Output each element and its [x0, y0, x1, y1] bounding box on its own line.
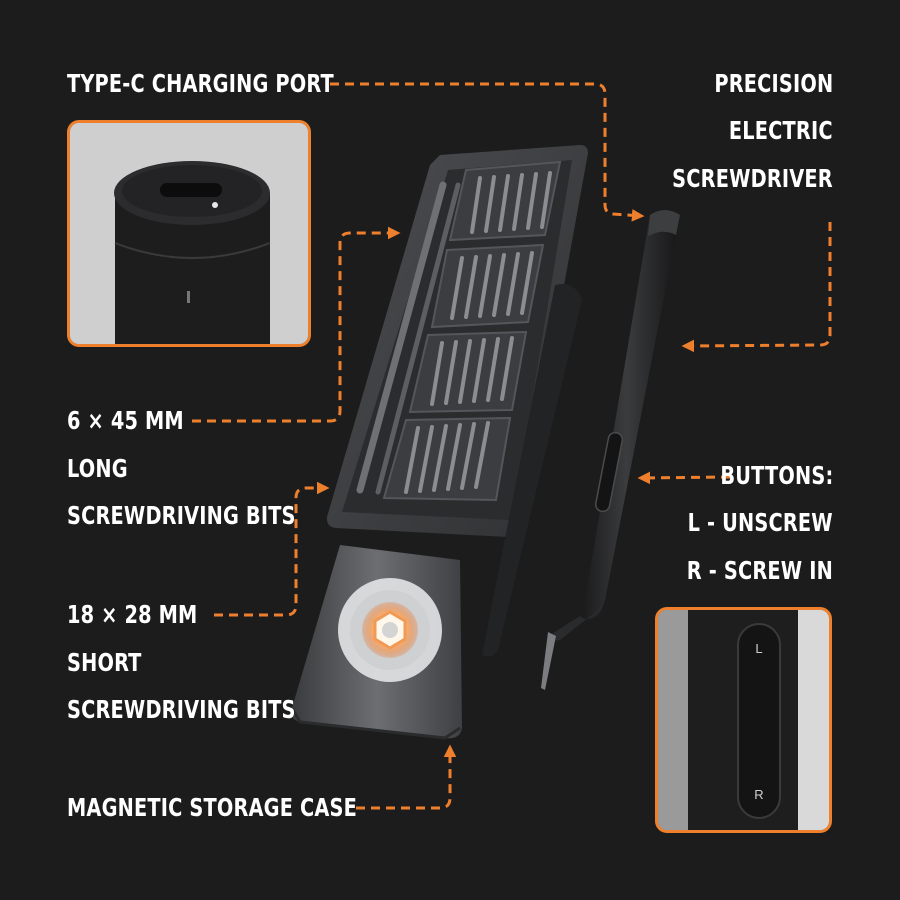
storage-case-label: MAGNETIC STORAGE CASE [67, 793, 357, 822]
charging-port-label: TYPE-C CHARGING PORT [67, 69, 334, 98]
precision-label-1: PRECISION [714, 69, 833, 98]
buttons-label-3: R - SCREW IN [686, 556, 833, 585]
button-letter-l: L [755, 641, 762, 656]
short-bits-label-3: SCREWDRIVING BITS [67, 695, 296, 724]
precision-label-3: SCREWDRIVER [672, 164, 833, 193]
buttons-closeup-inset: L R [655, 607, 832, 833]
bit-tray [326, 145, 588, 538]
charging-port-photo [70, 123, 308, 344]
long-bits-label-3: SCREWDRIVING BITS [67, 501, 296, 530]
button-letter-r: R [754, 787, 763, 802]
short-bits-label-1: 18 × 28 MM [67, 600, 198, 629]
buttons-label-1: BUTTONS: [719, 461, 833, 490]
buttons-label-2: L - UNSCREW [687, 508, 833, 537]
screwdriver-body [541, 210, 680, 690]
long-bits-label-2: LONG [67, 454, 128, 483]
dashed-arrow-icon [192, 82, 832, 810]
button-closeup-photo: L R [658, 610, 829, 830]
storage-case-lid [290, 545, 462, 740]
short-bits-label-2: SHORT [67, 648, 142, 677]
precision-label-2: ELECTRIC [729, 116, 833, 145]
charging-port-inset [67, 120, 311, 347]
long-bits-label-1: 6 × 45 MM [67, 406, 184, 435]
